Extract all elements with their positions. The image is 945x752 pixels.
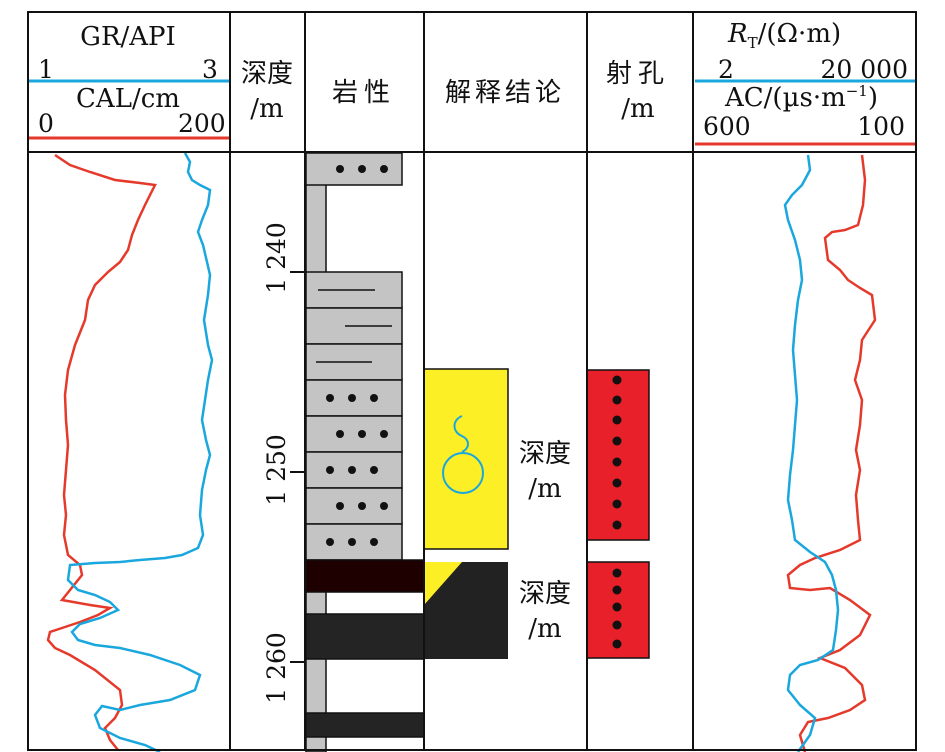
rt-max: 20 000	[821, 55, 908, 84]
cal-label: CAL/cm	[76, 84, 180, 114]
depth-tick-label: 1 250	[262, 434, 291, 506]
lithology-column	[305, 152, 425, 752]
dry-zone-box	[424, 562, 508, 659]
rt-label-rest: /(Ω·m)	[758, 19, 842, 49]
interpretation-header: 解释结论	[445, 78, 565, 108]
perforation-unit: /m	[621, 94, 654, 124]
gr-max: 3	[202, 55, 218, 84]
header-row: GR/API 1 3 CAL/cm 0 200 深度 /m 岩性 解释结论 射孔…	[28, 19, 916, 146]
zone-depth-label: 深度	[519, 439, 571, 469]
gr-cal-curves	[46, 152, 214, 752]
zone-depth-unit: /m	[528, 474, 561, 504]
ac-min: 600	[703, 112, 751, 141]
ac-label-main: AC/(µs·m	[724, 83, 846, 113]
gr-curve	[66, 152, 214, 752]
depth-unit: /m	[250, 94, 283, 124]
perforation-column	[586, 369, 650, 659]
rt-curve	[783, 154, 840, 752]
ac-label: AC/(µs·m−1)	[724, 82, 878, 113]
zone-depth-unit: /m	[528, 614, 561, 644]
cal-max: 200	[178, 109, 226, 138]
gr-label: GR/API	[80, 22, 176, 52]
lithology-header: 岩性	[332, 78, 396, 108]
rt-ac-curves	[783, 154, 877, 752]
perforation-interval	[586, 369, 650, 541]
rt-label: RT/(Ω·m)	[727, 19, 841, 52]
ac-label-close: )	[868, 83, 878, 113]
perforation-header: 射孔	[606, 59, 670, 89]
mudstone-bed	[305, 613, 425, 660]
perforation-holes	[612, 568, 622, 649]
depth-header: 深度	[241, 59, 293, 89]
ac-max: 100	[857, 112, 905, 141]
rt-min: 2	[718, 55, 734, 84]
gr-min: 1	[38, 55, 54, 84]
grid-frame	[27, 11, 917, 751]
perforation-holes	[612, 375, 622, 530]
coal-bed	[305, 559, 425, 593]
interpretation-column: 深度 /m 深度 /m	[423, 368, 571, 659]
cal-min: 0	[38, 109, 54, 138]
depth-tick-label: 1 240	[262, 222, 291, 294]
cal-curve	[46, 153, 157, 751]
depth-tick-label: 1 260	[262, 632, 291, 704]
rt-label-sub: T	[748, 34, 758, 52]
gas-bubble-icon	[442, 415, 484, 494]
gas-zone-box	[423, 368, 509, 550]
depth-ticks: 1 240 1 250 1 260	[262, 222, 305, 704]
sand-dots	[326, 165, 388, 546]
ac-curve	[786, 154, 877, 752]
mudstone-bed	[305, 712, 425, 738]
ac-label-exp: −1	[846, 82, 868, 100]
rt-label-main: R	[727, 19, 748, 49]
yellow-triangle-icon	[424, 562, 462, 605]
zone-depth-label: 深度	[519, 579, 571, 609]
